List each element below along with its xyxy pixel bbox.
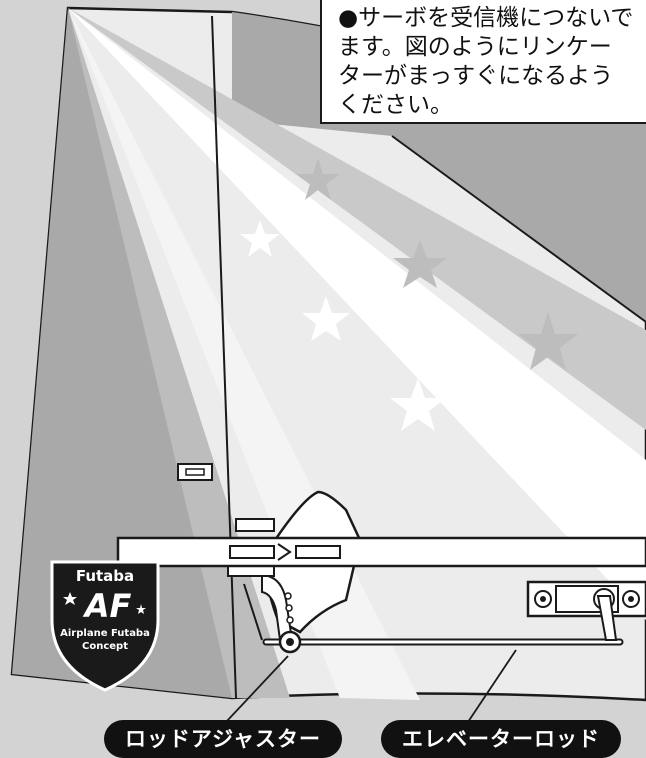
horn-hole bbox=[284, 592, 292, 600]
stabilizer-joint bbox=[277, 543, 292, 561]
note-line: ターがまっすぐになるよう bbox=[338, 63, 614, 89]
star-icon bbox=[63, 592, 77, 605]
logo-line2: Concept bbox=[82, 641, 128, 652]
star-icon bbox=[240, 220, 280, 257]
stabilizer-slot bbox=[295, 545, 341, 559]
leader-line bbox=[225, 655, 289, 723]
logo-shield bbox=[50, 560, 160, 692]
rudder-hinge-line bbox=[211, 15, 237, 699]
note-line: ください。 bbox=[338, 92, 453, 118]
fin-stripe bbox=[68, 8, 646, 430]
rod-adjuster-pin bbox=[286, 638, 294, 646]
futaba-af-logo: Futaba AF Airplane Futaba Concept bbox=[50, 560, 160, 692]
star-decoration bbox=[240, 158, 578, 431]
note-line: ●サーボを受信機につないで bbox=[338, 5, 634, 31]
horizontal-stabilizer bbox=[116, 536, 646, 568]
horn-hole bbox=[286, 616, 294, 624]
logo-brand: Futaba bbox=[76, 567, 134, 585]
star-icon bbox=[390, 378, 446, 431]
horn-hole bbox=[285, 604, 293, 612]
star-icon bbox=[393, 240, 447, 288]
star-icon bbox=[302, 296, 350, 341]
logo-mark: AF bbox=[82, 587, 132, 625]
rod-adjuster-label: ロッドアジャスター bbox=[104, 720, 342, 758]
hinge-block bbox=[227, 565, 275, 577]
servo-screw bbox=[628, 596, 634, 602]
star-icon bbox=[296, 158, 340, 200]
logo-line1: Airplane Futaba bbox=[60, 628, 150, 639]
fin-stripe bbox=[68, 8, 646, 620]
elevator-rod-label: エレベーターロッド bbox=[381, 720, 621, 758]
horn-arm bbox=[243, 583, 263, 641]
stabilizer-slot bbox=[229, 545, 275, 559]
fin-edge bbox=[391, 135, 646, 323]
instruction-note: ●サーボを受信機につないで ます。図のようにリンケー ターがまっすぐになるよう … bbox=[320, 0, 646, 124]
note-line: ます。図のようにリンケー bbox=[338, 34, 612, 60]
servo-screw bbox=[540, 596, 546, 602]
fin-stripe bbox=[68, 8, 290, 698]
star-icon bbox=[518, 312, 578, 370]
leader-line bbox=[467, 649, 517, 723]
fin-slot-inner bbox=[185, 468, 205, 476]
star-icon bbox=[136, 604, 146, 614]
hinge-block bbox=[235, 518, 275, 532]
servo bbox=[526, 580, 646, 641]
servo-arm bbox=[596, 595, 618, 641]
